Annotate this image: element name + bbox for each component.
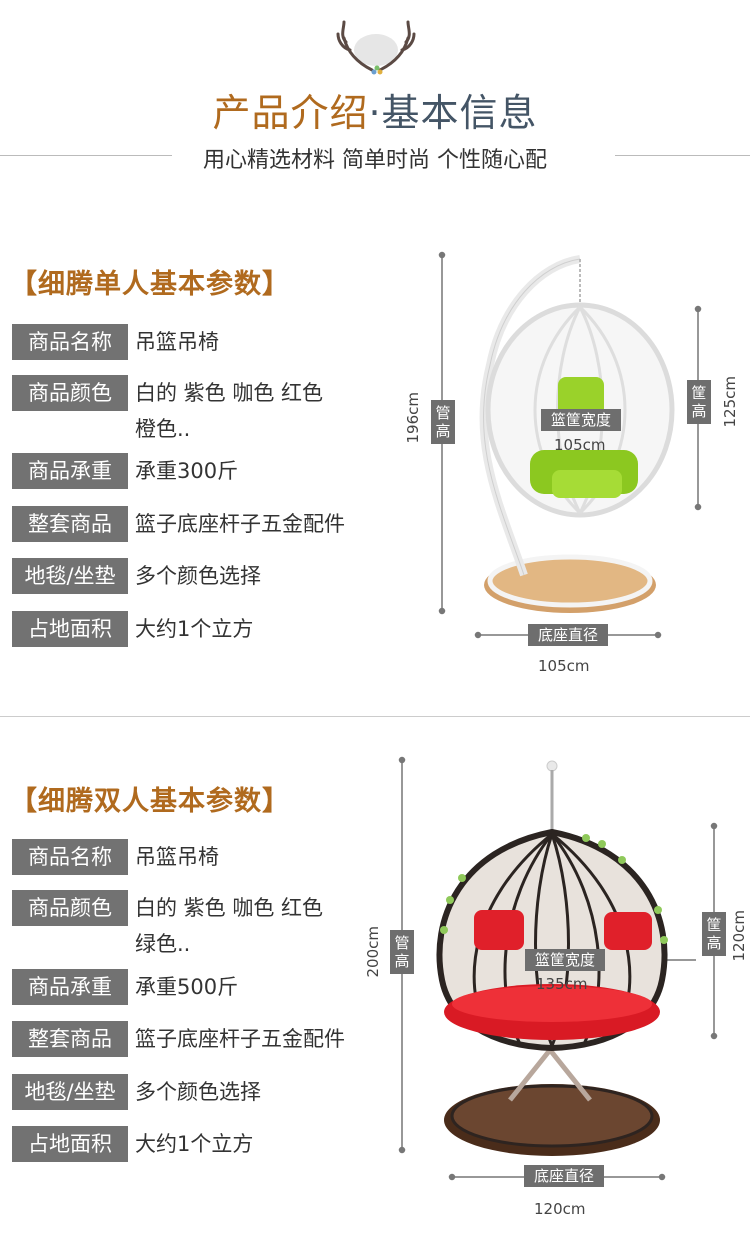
- double-pipe-height: 200cm: [364, 926, 382, 978]
- single-label-set: 整套商品: [12, 506, 128, 542]
- single-value-color: 白的 紫色 咖色 红色: [135, 381, 324, 405]
- single-value-load: 承重300斤: [135, 459, 239, 483]
- page-title-part2: ·基本信息: [368, 91, 538, 135]
- double-value-color: 白的 紫色 咖色 红色: [135, 896, 324, 920]
- double-base-diameter: 120cm: [534, 1200, 586, 1218]
- page-subtitle: 用心精选材料 简单时尚 个性随心配: [0, 142, 750, 174]
- single-value-set: 篮子底座杆子五金配件: [135, 512, 345, 536]
- double-section-title: 【细腾双人基本参数】: [10, 786, 290, 817]
- single-pipe-height: 196cm: [404, 392, 422, 444]
- double-value-set: 篮子底座杆子五金配件: [135, 1027, 345, 1051]
- double-basket-tag: 筐高: [702, 912, 726, 956]
- subtitle-rule-left: [0, 155, 172, 156]
- single-label-area: 占地面积: [12, 611, 128, 647]
- single-base-tag: 底座直径: [528, 624, 608, 646]
- single-base-diameter: 105cm: [538, 657, 590, 675]
- double-basket-width: 135cm: [536, 975, 588, 993]
- double-label-cushion: 地毯/坐垫: [12, 1074, 128, 1110]
- double-label-area: 占地面积: [12, 1126, 128, 1162]
- single-basket-width: 105cm: [554, 436, 606, 454]
- single-label-color: 商品颜色: [12, 375, 128, 411]
- single-label-cushion: 地毯/坐垫: [12, 558, 128, 594]
- double-basket-height: 120cm: [730, 910, 748, 962]
- page-title: 产品介绍·基本信息: [0, 82, 750, 137]
- single-basket-width-tag: 篮筐宽度: [541, 409, 621, 431]
- subtitle-rule-right: [615, 155, 750, 156]
- double-value-color-more: 绿色..: [135, 932, 191, 956]
- double-value-name: 吊篮吊椅: [135, 845, 219, 869]
- single-value-color-more: 橙色..: [135, 417, 191, 441]
- double-value-area: 大约1个立方: [135, 1132, 254, 1156]
- single-basket-height: 125cm: [721, 376, 739, 428]
- double-label-load: 商品承重: [12, 969, 128, 1005]
- double-chair-image: [390, 750, 750, 1190]
- single-label-load: 商品承重: [12, 453, 128, 489]
- single-value-area: 大约1个立方: [135, 617, 254, 641]
- double-label-color: 商品颜色: [12, 890, 128, 926]
- single-basket-tag: 筐高: [687, 380, 711, 424]
- single-value-name: 吊篮吊椅: [135, 330, 219, 354]
- double-basket-width-tag: 篮筐宽度: [525, 949, 605, 971]
- single-section-title: 【细腾单人基本参数】: [10, 269, 290, 300]
- single-value-cushion: 多个颜色选择: [135, 564, 261, 588]
- double-value-cushion: 多个颜色选择: [135, 1080, 261, 1104]
- section-divider: [0, 716, 750, 717]
- single-pipe-tag: 管高: [431, 400, 455, 444]
- single-label-name: 商品名称: [12, 324, 128, 360]
- double-label-set: 整套商品: [12, 1021, 128, 1057]
- single-chair-image: [430, 245, 750, 685]
- double-value-load: 承重500斤: [135, 975, 239, 999]
- double-base-tag: 底座直径: [524, 1165, 604, 1187]
- antler-logo-icon: [330, 14, 422, 80]
- double-label-name: 商品名称: [12, 839, 128, 875]
- double-pipe-tag: 管高: [390, 930, 414, 974]
- page-title-part1: 产品介绍: [212, 91, 369, 135]
